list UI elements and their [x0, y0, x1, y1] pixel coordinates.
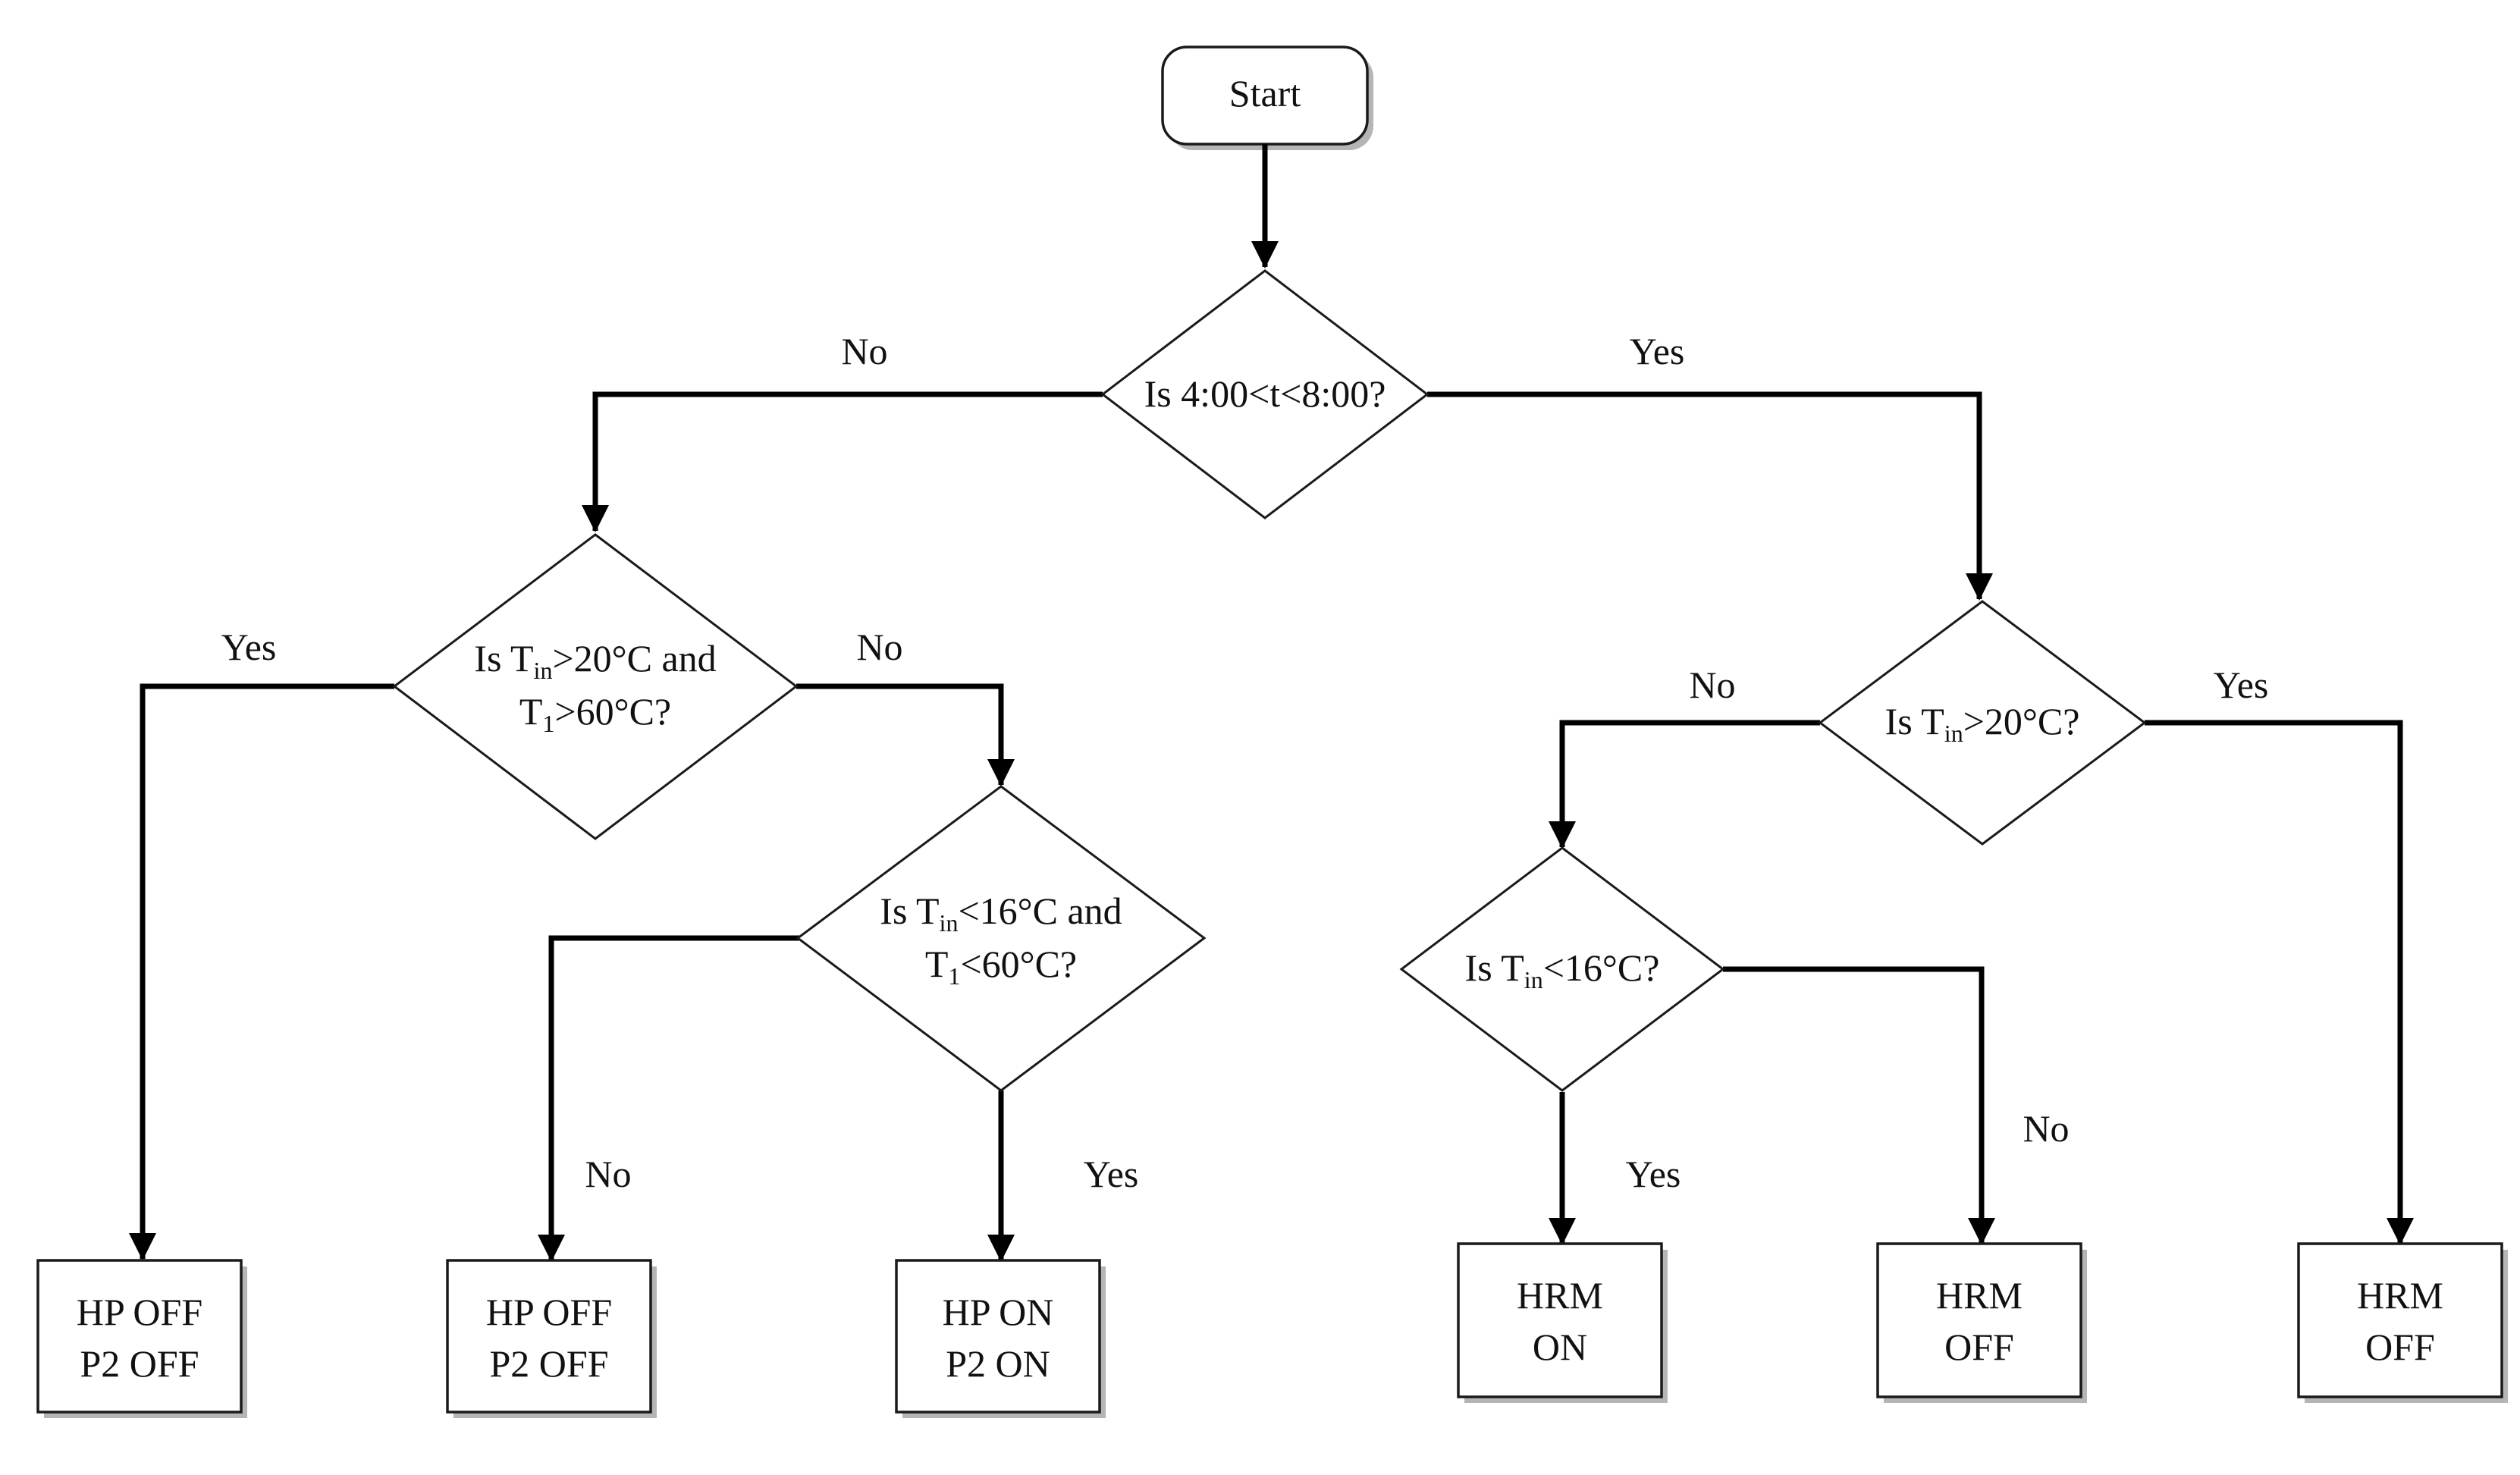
- svg-text:Is 4:00<t<8:00?: Is 4:00<t<8:00?: [1144, 372, 1386, 415]
- decision-right-second: Is Tin<16°C?: [1399, 846, 1725, 1092]
- outcome-1-line2: P2 OFF: [80, 1342, 199, 1385]
- decision-right-first-line1-sub: in: [1944, 720, 1963, 747]
- decision-left-second: Is Tin<16°C and T1<60°C?: [796, 785, 1207, 1092]
- svg-text:T1>60°C?: T1>60°C?: [519, 690, 671, 737]
- branch-labels: No Yes Yes No No Yes No Yes Yes No: [221, 330, 2269, 1195]
- outcome-2-line1: HP OFF: [486, 1291, 612, 1333]
- decision-left-first-line2-post: >60°C?: [554, 690, 671, 733]
- start-label: Start: [1229, 72, 1301, 115]
- decision-left-second-line2-post: <60°C?: [960, 943, 1077, 985]
- decision-right-first-line1-pre: Is T: [1885, 700, 1944, 742]
- connectors: [129, 144, 2414, 1262]
- svg-text:Is Tin>20°C and: Is Tin>20°C and: [474, 637, 716, 684]
- decision-time-window-text: Is 4:00<t<8:00?: [1144, 372, 1386, 415]
- decision-left-first: Is Tin>20°C and T1>60°C?: [392, 533, 799, 840]
- decision-time-window: Is 4:00<t<8:00?: [1100, 269, 1429, 519]
- outcome-2-line2: P2 OFF: [489, 1342, 608, 1385]
- decision-right-first: Is Tin>20°C?: [1818, 600, 2147, 846]
- decision-left-second-line1-pre: Is T: [880, 890, 939, 932]
- decision-left-second-line1-post: <16°C and: [958, 890, 1122, 932]
- outcome-4-line1: HRM: [1517, 1274, 1603, 1317]
- outcome-1-line1: HP OFF: [77, 1291, 202, 1333]
- outcome-hrm-off-middle: HRM OFF: [1876, 1242, 2087, 1403]
- outcome-5-line2: OFF: [1944, 1326, 2014, 1368]
- branch-label-left2-no: No: [585, 1153, 631, 1195]
- outcome-5-line1: HRM: [1936, 1274, 2023, 1317]
- outcome-hrm-on: HRM ON: [1457, 1242, 1668, 1403]
- decision-left-first-line1-sub: in: [534, 657, 553, 684]
- branch-label-right1-yes: Yes: [2214, 664, 2269, 706]
- decision-right-first-line1-post: >20°C?: [1963, 700, 2080, 742]
- edge-left2-no: [538, 935, 800, 1262]
- decision-left-first-line1-post: >20°C and: [552, 637, 716, 679]
- edge-right1-yes: [2145, 720, 2414, 1245]
- branch-label-right1-no: No: [1689, 664, 1735, 706]
- decision-left-second-line2-sub: 1: [948, 962, 960, 990]
- edge-left1-yes: [129, 683, 394, 1260]
- branch-label-left2-yes: Yes: [1084, 1153, 1139, 1195]
- branch-label-right2-yes: Yes: [1626, 1153, 1681, 1195]
- svg-text:Is Tin<16°C?: Is Tin<16°C?: [1465, 946, 1660, 993]
- decision-left-first-line2-pre: T: [519, 690, 543, 733]
- edge-time-no: [582, 391, 1103, 532]
- svg-text:T1<60°C?: T1<60°C?: [925, 943, 1077, 990]
- outcome-3-line2: P2 ON: [946, 1342, 1050, 1385]
- outcome-3-line1: HP ON: [943, 1291, 1054, 1333]
- outcome-hp-off-p2-off-middle: HP OFF P2 OFF: [446, 1259, 657, 1418]
- decision-left-first-line1-pre: Is T: [474, 637, 533, 679]
- decision-right-second-line1-post: <16°C?: [1543, 946, 1660, 989]
- outcome-hp-off-p2-off-left: HP OFF P2 OFF: [36, 1259, 247, 1418]
- outcome-6-line1: HRM: [2357, 1274, 2443, 1317]
- decision-right-second-line1-sub: in: [1524, 966, 1543, 993]
- outcome-hrm-off-right: HRM OFF: [2297, 1242, 2508, 1403]
- outcome-hp-on-p2-on: HP ON P2 ON: [895, 1259, 1106, 1418]
- branch-label-left1-yes: Yes: [221, 626, 277, 668]
- decision-left-first-line2-sub: 1: [542, 710, 554, 737]
- edge-right2-no: [1723, 966, 1995, 1245]
- branch-label-time-yes: Yes: [1630, 330, 1685, 372]
- decision-left-second-line1-sub: in: [940, 909, 959, 937]
- edge-time-yes: [1427, 391, 1993, 601]
- edge-right1-no: [1549, 720, 1820, 849]
- edge-left1-no: [796, 683, 1015, 786]
- svg-text:Is Tin>20°C?: Is Tin>20°C?: [1885, 700, 2080, 747]
- svg-text:Is Tin<16°C and: Is Tin<16°C and: [880, 890, 1122, 937]
- branch-label-left1-no: No: [856, 626, 902, 668]
- branch-label-right2-no: No: [2023, 1107, 2069, 1150]
- outcome-4-line2: ON: [1533, 1326, 1587, 1368]
- decision-right-second-line1-pre: Is T: [1465, 946, 1524, 989]
- outcome-6-line2: OFF: [2365, 1326, 2435, 1368]
- start-node: Start: [1161, 46, 1373, 150]
- decision-left-second-line2-pre: T: [925, 943, 949, 985]
- branch-label-time-no: No: [841, 330, 887, 372]
